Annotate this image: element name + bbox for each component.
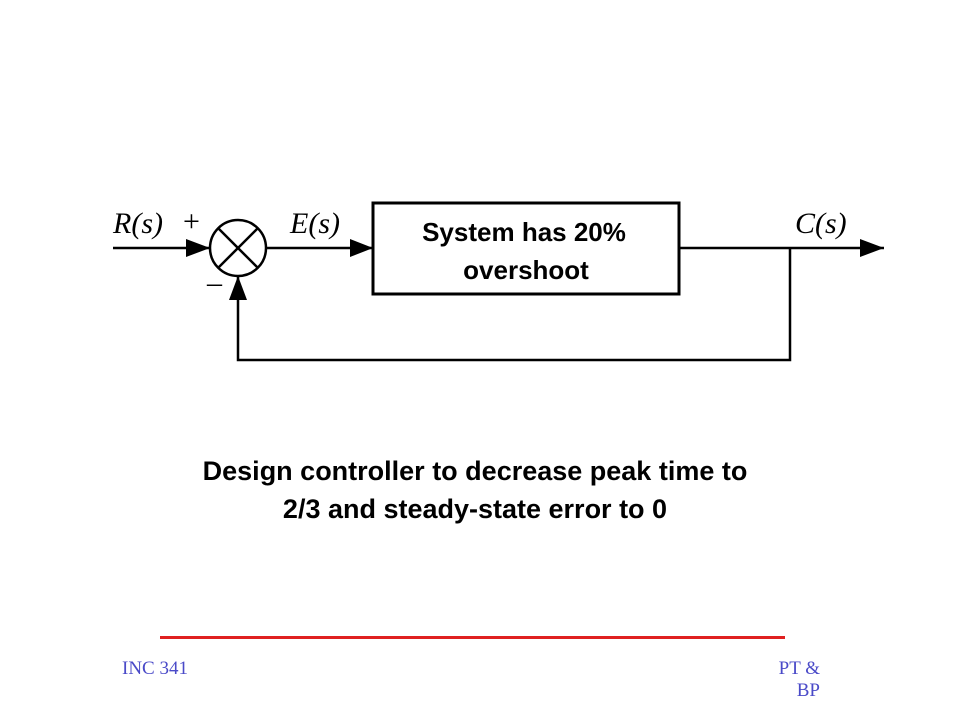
plus-sign: + xyxy=(183,205,200,238)
input-label: R(s) xyxy=(112,207,163,240)
footer-divider xyxy=(160,636,785,639)
task-text-line2: 2/3 and steady-state error to 0 xyxy=(282,494,668,524)
block-text-line2: overshoot xyxy=(463,255,589,285)
feedback-arrowhead xyxy=(229,276,247,300)
system-block xyxy=(371,201,681,296)
block-text-line1: System has 20% xyxy=(422,217,626,247)
error-arrowhead xyxy=(350,239,373,257)
feedback-path xyxy=(236,248,792,362)
footer-authors: PT & BP xyxy=(778,658,820,701)
input-arrowhead xyxy=(186,239,210,257)
error-label: E(s) xyxy=(289,207,340,240)
output-label: C(s) xyxy=(795,207,847,240)
output-arrowhead xyxy=(860,239,884,257)
minus-sign: – xyxy=(206,266,223,299)
footer-course-code: INC 341 xyxy=(122,658,188,679)
task-text-line1: Design controller to decrease peak time … xyxy=(202,456,748,486)
